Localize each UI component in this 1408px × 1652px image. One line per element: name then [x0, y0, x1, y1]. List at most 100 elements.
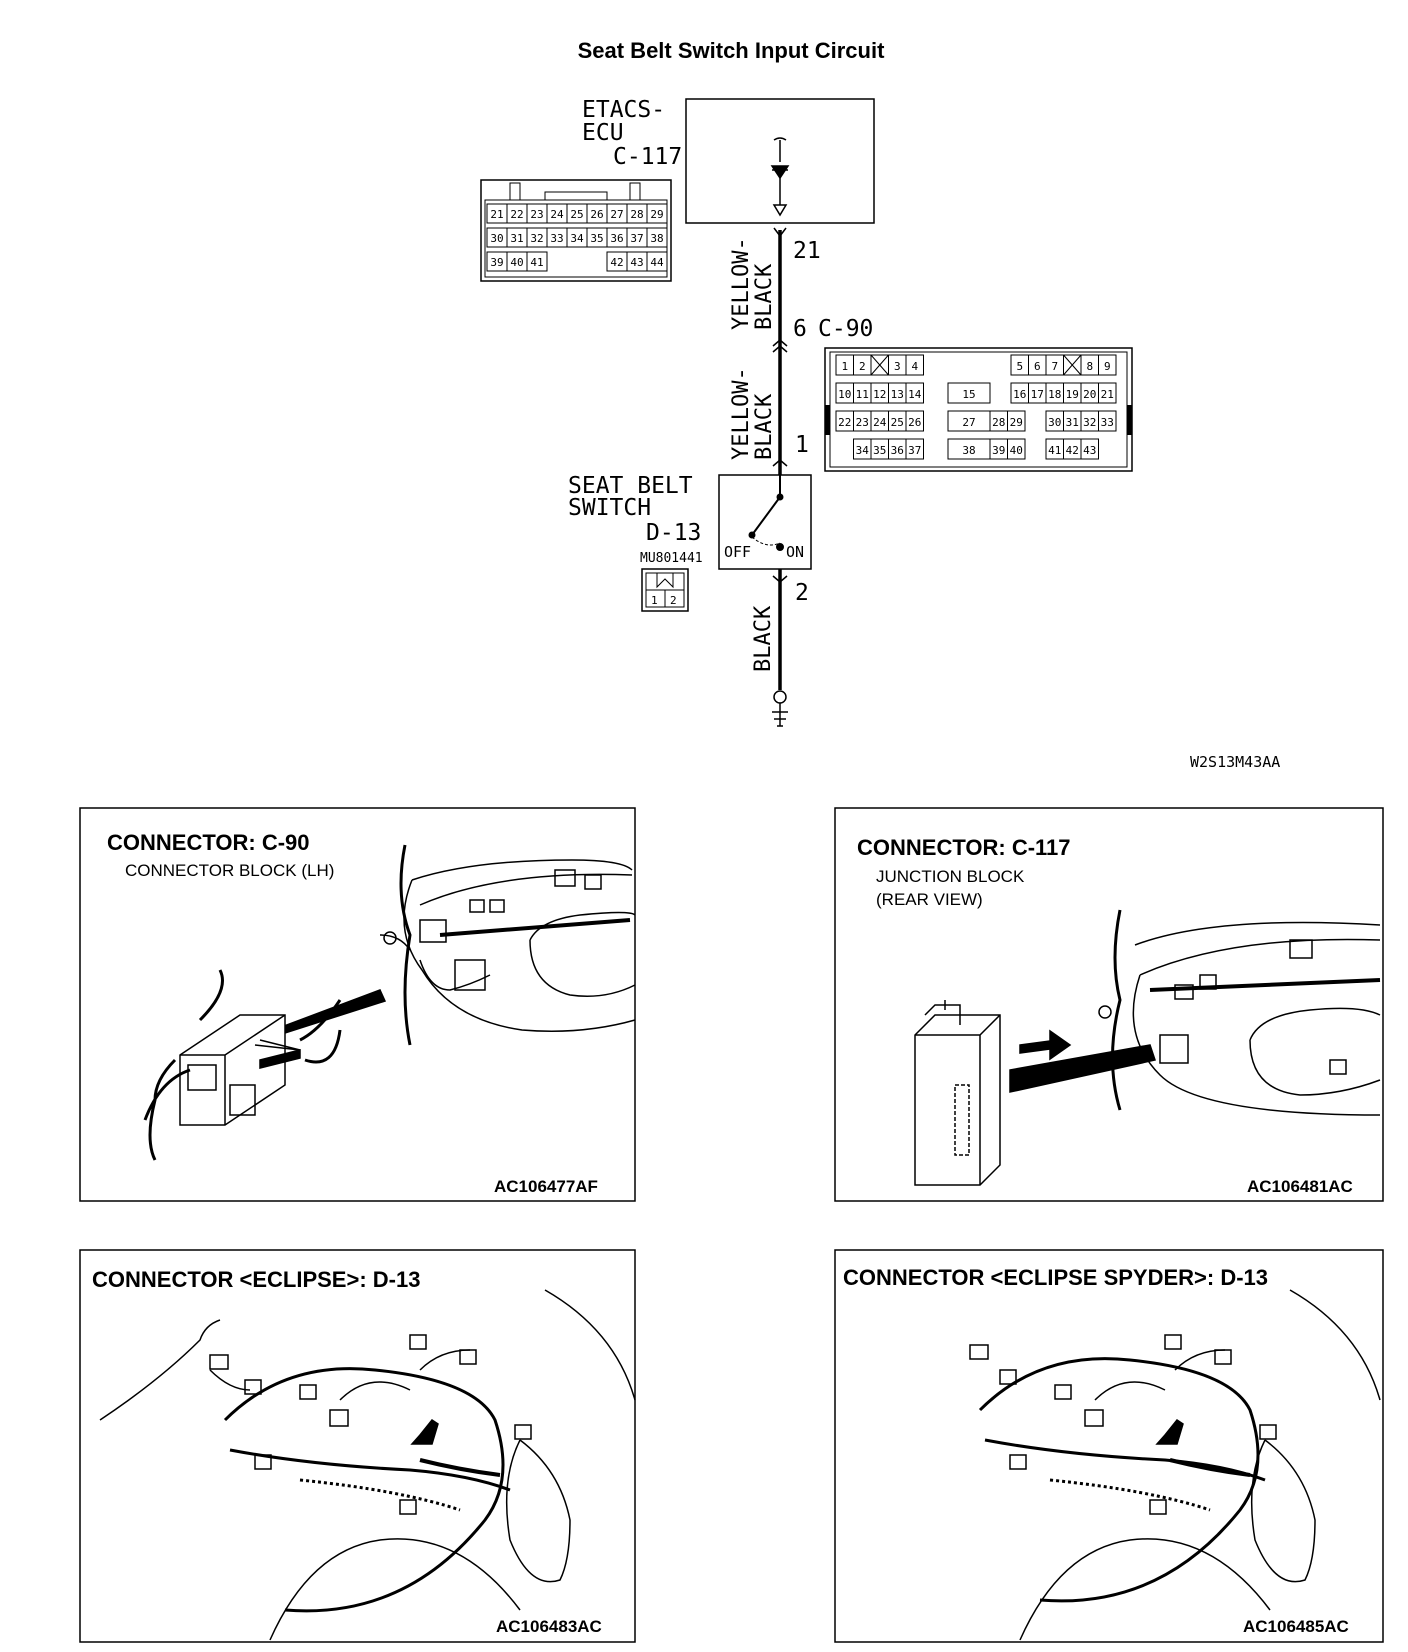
c90-pin-10: 10 [838, 388, 851, 401]
switch-connector-id: D-13 [646, 520, 701, 546]
c90-pin-2: 2 [859, 360, 866, 373]
c117-pin-29-cell [646, 203, 668, 224]
c90-pin-22: 22 [838, 416, 851, 429]
c90-pin-21: 21 [1101, 388, 1114, 401]
c90-pin-11: 11 [856, 388, 869, 401]
panel-c90-title: CONNECTOR: C-90 [107, 830, 310, 855]
switch-contact [748, 475, 784, 551]
svg-text:BLACK: BLACK [752, 263, 777, 330]
switch-name-line2: SWITCH [568, 495, 651, 521]
panel-c117-subtitle-line1: JUNCTION BLOCK [876, 867, 1025, 886]
c90-pin-1: 1 [795, 432, 809, 458]
c117-pin-23: 23 [530, 208, 543, 221]
c90-pin-43-cell [1080, 438, 1099, 460]
c117-pin-42: 42 [610, 256, 623, 269]
c117-pin-27: 27 [610, 208, 623, 221]
panel-c117-subtitle-line2: (REAR VIEW) [876, 890, 983, 909]
c90-pin-25: 25 [891, 416, 904, 429]
c90-pin-36: 36 [891, 444, 904, 457]
c117-pin-38: 38 [650, 232, 663, 245]
c90-pin-31: 31 [1066, 416, 1079, 429]
c117-pin-41: 41 [530, 256, 543, 269]
c90-pin-35: 35 [873, 444, 886, 457]
c90-pin-37: 37 [908, 444, 921, 457]
c117-pin-35: 35 [590, 232, 603, 245]
d13-spyder-illustration [969, 1289, 1381, 1641]
c90-junction-marker [772, 339, 788, 353]
switch-off-label: OFF [724, 543, 751, 561]
c90-pin-4: 4 [911, 360, 918, 373]
c90-pin-12: 12 [873, 388, 886, 401]
c117-pin-28: 28 [630, 208, 643, 221]
c90-pin-30: 30 [1048, 416, 1061, 429]
ecu-terminal-marker [773, 227, 787, 238]
ecu-label: ETACS- ECU C-117 [582, 97, 682, 170]
c90-pin-14: 14 [908, 388, 922, 401]
c90-pin-38: 38 [962, 444, 975, 457]
c117-pin-21: 21 [490, 208, 503, 221]
c90-pin-43: 43 [1083, 444, 1096, 457]
panel-d13-eclipse-code: AC106483AC [496, 1617, 602, 1636]
panel-c117-code: AC106481AC [1247, 1177, 1353, 1196]
c117-location-illustration [914, 909, 1381, 1186]
c117-pin-44-cell [646, 251, 668, 272]
c90-pin-39: 39 [992, 444, 1005, 457]
c90-pin-34: 34 [856, 444, 870, 457]
panel-d13-eclipse: CONNECTOR <ECLIPSE>: D-13 AC106483AC [79, 1249, 636, 1643]
ecu-connector-id: C-117 [613, 144, 682, 170]
c90-pin-21-cell [1098, 382, 1117, 404]
c90-pin-3: 3 [894, 360, 901, 373]
svg-text:BLACK: BLACK [751, 605, 776, 672]
page-title: Seat Belt Switch Input Circuit [578, 38, 885, 63]
panel-c90-code: AC106477AF [494, 1177, 598, 1196]
c90-pin-14-cell [905, 382, 924, 404]
c90-pin-4-cell [905, 354, 924, 376]
c90-pin-27: 27 [962, 416, 975, 429]
c90-pin-40-cell [1007, 438, 1026, 460]
blank-pin-cross [1063, 354, 1082, 376]
c90-pin-8: 8 [1086, 360, 1093, 373]
c90-pin-33-cell [1098, 410, 1117, 432]
c90-pin-23: 23 [856, 416, 869, 429]
d13-eclipse-illustration [99, 1289, 636, 1641]
switch-name-line1: SEAT BELT [568, 473, 693, 499]
c117-pin-32: 32 [530, 232, 543, 245]
c90-pin-42: 42 [1066, 444, 1079, 457]
c90-pin-28: 28 [992, 416, 1005, 429]
c90-pin-32: 32 [1083, 416, 1096, 429]
panel-d13-spyder-title: CONNECTOR <ECLIPSE SPYDER>: D-13 [843, 1265, 1268, 1290]
c117-pin-24: 24 [550, 208, 564, 221]
panel-d13-eclipse-title: CONNECTOR <ECLIPSE>: D-13 [92, 1267, 420, 1292]
c117-pin-36: 36 [610, 232, 623, 245]
switch-lower-marker [772, 575, 788, 583]
c90-pin-6: 6 [793, 316, 807, 342]
c90-pin-9: 9 [1104, 360, 1111, 373]
c117-pin-41-cell [526, 251, 548, 272]
c90-connector-id: C-90 [818, 316, 873, 342]
c90-pin-26-cell [905, 410, 924, 432]
c90-pin-17: 17 [1031, 388, 1044, 401]
svg-text:YELLOW-: YELLOW- [729, 367, 754, 460]
c90-pin-6: 6 [1034, 360, 1041, 373]
switch-on-label: ON [786, 543, 804, 561]
c117-pin-26: 26 [590, 208, 603, 221]
switch-pin-2: 2 [795, 580, 809, 606]
c90-pin-18: 18 [1048, 388, 1061, 401]
c90-pin-20: 20 [1083, 388, 1096, 401]
c117-pin-30: 30 [490, 232, 503, 245]
panel-d13-spyder-code: AC106485AC [1243, 1617, 1349, 1636]
c90-pin-40: 40 [1010, 444, 1023, 457]
panel-c117-title: CONNECTOR: C-117 [857, 835, 1071, 860]
c117-pin-22: 22 [510, 208, 523, 221]
ecu-internal-symbol [770, 137, 790, 217]
c90-pin-7: 7 [1051, 360, 1058, 373]
svg-text:2: 2 [670, 594, 677, 607]
c117-pin-39: 39 [490, 256, 503, 269]
c90-lower-marker [772, 459, 788, 467]
c90-location-illustration [143, 844, 636, 1161]
c90-pin-13: 13 [891, 388, 904, 401]
upper-wire-color: YELLOW- BLACK [729, 237, 777, 330]
